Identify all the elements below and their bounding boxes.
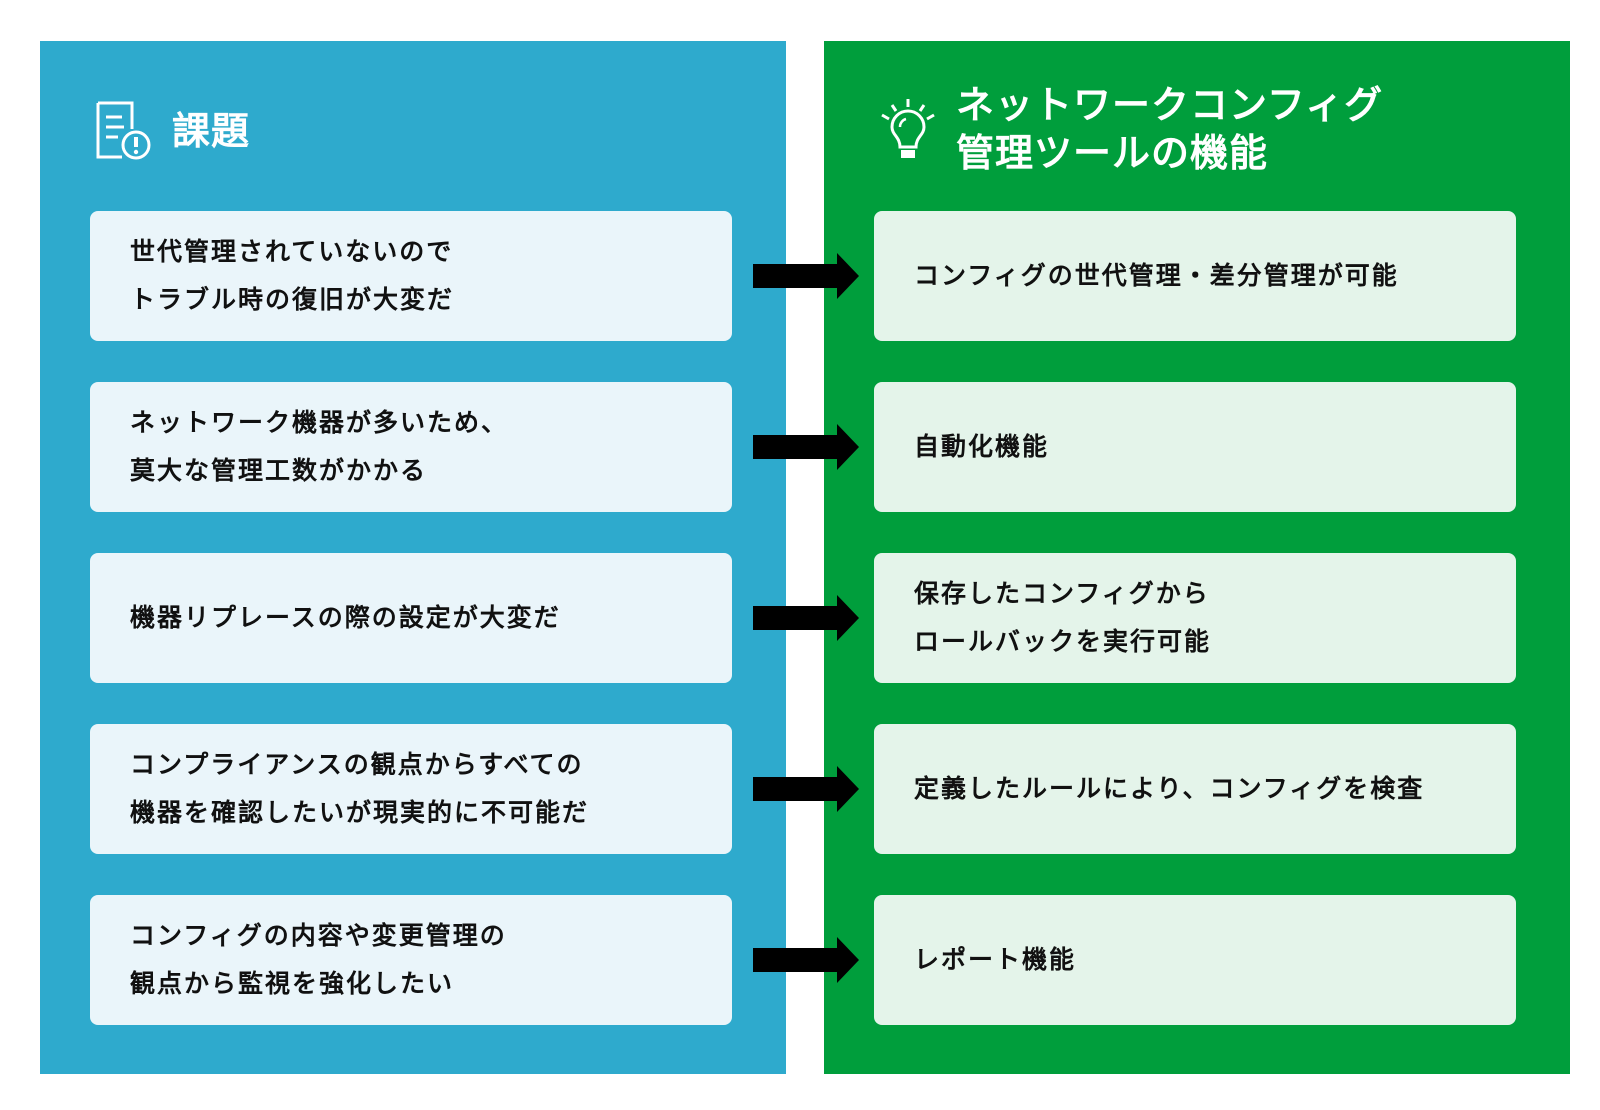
- document-warning-icon: [96, 101, 151, 160]
- features-title: ネットワークコンフィグ 管理ツールの機能: [956, 83, 1384, 175]
- feature-card: 定義したルールにより、コンフィグを検査: [874, 724, 1516, 854]
- features-header: ネットワークコンフィグ 管理ツールの機能: [876, 81, 1383, 177]
- feature-card: 保存したコンフィグから ロールバックを実行可能: [874, 553, 1516, 683]
- arrow-right-icon: [753, 424, 859, 470]
- problem-text: 世代管理されていないので トラブル時の復旧が大変だ: [130, 237, 455, 314]
- feature-card: レポート機能: [874, 895, 1516, 1025]
- problems-panel: 課題 世代管理されていないので トラブル時の復旧が大変だ ネットワーク機器が多い…: [40, 41, 786, 1074]
- feature-card: コンフィグの世代管理・差分管理が可能: [874, 211, 1516, 341]
- problem-text: コンプライアンスの観点からすべての 機器を確認したいが現実的に不可能だ: [130, 750, 590, 827]
- problem-card: ネットワーク機器が多いため、 莫大な管理工数がかかる: [90, 382, 732, 512]
- feature-card: 自動化機能: [874, 382, 1516, 512]
- feature-text: 保存したコンフィグから ロールバックを実行可能: [914, 579, 1212, 656]
- problem-card: コンフィグの内容や変更管理の 観点から監視を強化したい: [90, 895, 732, 1025]
- problem-text: ネットワーク機器が多いため、 莫大な管理工数がかかる: [130, 408, 509, 485]
- problem-text: 機器リプレースの際の設定が大変だ: [130, 603, 561, 632]
- feature-text: レポート機能: [914, 945, 1077, 974]
- arrow-right-icon: [753, 937, 859, 983]
- arrow-right-icon: [753, 766, 859, 812]
- lightbulb-icon: [881, 99, 935, 158]
- problem-text: コンフィグの内容や変更管理の 観点から監視を強化したい: [130, 921, 507, 998]
- arrow-right-icon: [753, 595, 859, 641]
- arrow-right-icon: [753, 253, 859, 299]
- problems-title: 課題: [172, 109, 251, 153]
- feature-text: 自動化機能: [914, 432, 1050, 461]
- feature-text: 定義したルールにより、コンフィグを検査: [914, 774, 1425, 803]
- feature-text: コンフィグの世代管理・差分管理が可能: [914, 261, 1399, 290]
- problem-card: コンプライアンスの観点からすべての 機器を確認したいが現実的に不可能だ: [90, 724, 732, 854]
- problem-card: 世代管理されていないので トラブル時の復旧が大変だ: [90, 211, 732, 341]
- problem-card: 機器リプレースの際の設定が大変だ: [90, 553, 732, 683]
- features-panel: ネットワークコンフィグ 管理ツールの機能 コンフィグの世代管理・差分管理が可能 …: [824, 41, 1570, 1074]
- problems-header: 課題: [92, 99, 250, 163]
